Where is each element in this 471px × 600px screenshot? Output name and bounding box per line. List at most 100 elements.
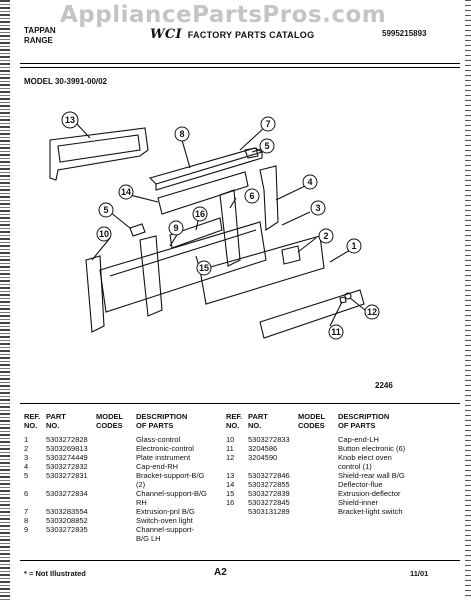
page-number: A2 (214, 567, 227, 578)
part-channel-support-lh (139, 235, 163, 317)
description: Bracket-support-B/G (136, 471, 205, 480)
description: Extrusion-pnl B/G (136, 507, 195, 516)
catalog-date: 11/01 (410, 569, 429, 578)
callout-10: 10 (99, 229, 109, 239)
part-no: 5303272839 (248, 489, 290, 498)
ref-no: 12 (226, 453, 235, 462)
table-header-left: REF. NO. PART NO. MODEL CODES DESCRIPTIO… (24, 412, 226, 430)
model-codes (96, 489, 136, 498)
table-row: 13 5303272846 Shield-rear wall B/G (226, 471, 428, 480)
part-no (46, 480, 96, 489)
description: control (1) (338, 462, 372, 471)
callout-7: 7 (265, 119, 270, 129)
description: Extrusion-deflector (338, 489, 401, 498)
right-binding-edge (465, 0, 471, 600)
ref-no: 3 (24, 453, 29, 462)
ref-no: 1 (24, 435, 29, 444)
part-no: 5303272845 (248, 498, 290, 507)
model-codes (96, 507, 136, 516)
callout-3: 3 (315, 203, 320, 213)
header-codes: MODEL CODES (96, 412, 124, 430)
description: Bracket-light switch (338, 507, 403, 516)
header-part: PART NO. (248, 412, 268, 430)
model-codes (96, 471, 136, 480)
part-channel-support-rh (219, 189, 241, 267)
ref-no: 7 (24, 507, 29, 516)
callout-5: 5 (264, 141, 269, 151)
ref-no: 8 (24, 516, 29, 525)
model-codes (298, 462, 338, 471)
header-ref: REF. NO. (226, 412, 243, 430)
model-codes (96, 534, 136, 543)
description: Cap-end-LH (338, 435, 379, 444)
model-codes (96, 462, 136, 471)
part-no: 3204586 (248, 444, 278, 453)
part-extrusion-panel (148, 147, 264, 185)
header-desc: DESCRIPTION OF PARTS (338, 412, 390, 430)
description: (2) (136, 480, 146, 489)
description: Shield-inner (338, 498, 379, 507)
part-no: 5303283554 (46, 507, 88, 516)
header-part: PART NO. (46, 412, 66, 430)
table-row: 7 5303283554 Extrusion-pnl B/G (24, 507, 226, 516)
description: Knob elect oven (338, 453, 392, 462)
part-no: 5303272855 (248, 480, 290, 489)
model-codes (298, 489, 338, 498)
part-cap-end-rh (259, 165, 279, 231)
figure-number: 2246 (375, 381, 393, 390)
left-binding-edge (0, 0, 10, 600)
model-number: MODEL 30-3991-00/02 (24, 77, 108, 86)
ref-no: 13 (226, 471, 235, 480)
description: RH (136, 498, 147, 507)
ref-no: 15 (226, 489, 235, 498)
table-header-right: REF. NO. PART NO. MODEL CODES DESCRIPTIO… (226, 412, 428, 430)
part-no: 5303208852 (46, 516, 88, 525)
model-codes (298, 480, 338, 489)
ref-no: 4 (24, 462, 29, 471)
part-cap-end-lh (85, 255, 105, 333)
header-desc: DESCRIPTION OF PARTS (136, 412, 188, 430)
part-no: 3204590 (248, 453, 278, 462)
part-no: 5303272846 (248, 471, 290, 480)
description: B/G LH (136, 534, 161, 543)
wci-logo: WCI (150, 27, 182, 42)
description: Shield-rear wall B/G (338, 471, 405, 480)
parts-table-right: REF. NO. PART NO. MODEL CODES DESCRIPTIO… (226, 412, 428, 516)
model-codes (96, 498, 136, 507)
table-row: 15 5303272839 Extrusion-deflector (226, 489, 428, 498)
description: Channel-support- (136, 525, 194, 534)
table-row: (2) (24, 480, 226, 489)
part-no: 5303269813 (46, 444, 88, 453)
description: Glass-control (136, 435, 181, 444)
part-no: 5303272834 (46, 489, 88, 498)
table-bottom-rule (20, 560, 460, 561)
callout-6: 6 (249, 191, 254, 201)
table-row: 16 5303272845 Shield-inner (226, 498, 428, 507)
ref-no: 11 (226, 444, 234, 453)
header-rule (20, 63, 460, 64)
catalog-title-text: FACTORY PARTS CATALOG (187, 30, 315, 40)
model-codes (96, 444, 136, 453)
callout-1: 1 (351, 241, 356, 251)
ref-no (24, 534, 46, 543)
not-illustrated-note: * = Not Illustrated (24, 569, 86, 578)
model-codes (96, 525, 136, 534)
callout-16: 16 (195, 209, 205, 219)
part-no: 5303272832 (46, 462, 88, 471)
model-codes (298, 507, 338, 516)
ref-no: 16 (226, 498, 235, 507)
callout-5b: 5 (103, 205, 108, 215)
part-glass-control (259, 289, 365, 339)
ref-no: 9 (24, 525, 29, 534)
part-no: 5303272831 (46, 471, 88, 480)
model-codes (298, 453, 338, 462)
model-codes (298, 435, 338, 444)
publication-number: 5995215893 (382, 29, 427, 38)
